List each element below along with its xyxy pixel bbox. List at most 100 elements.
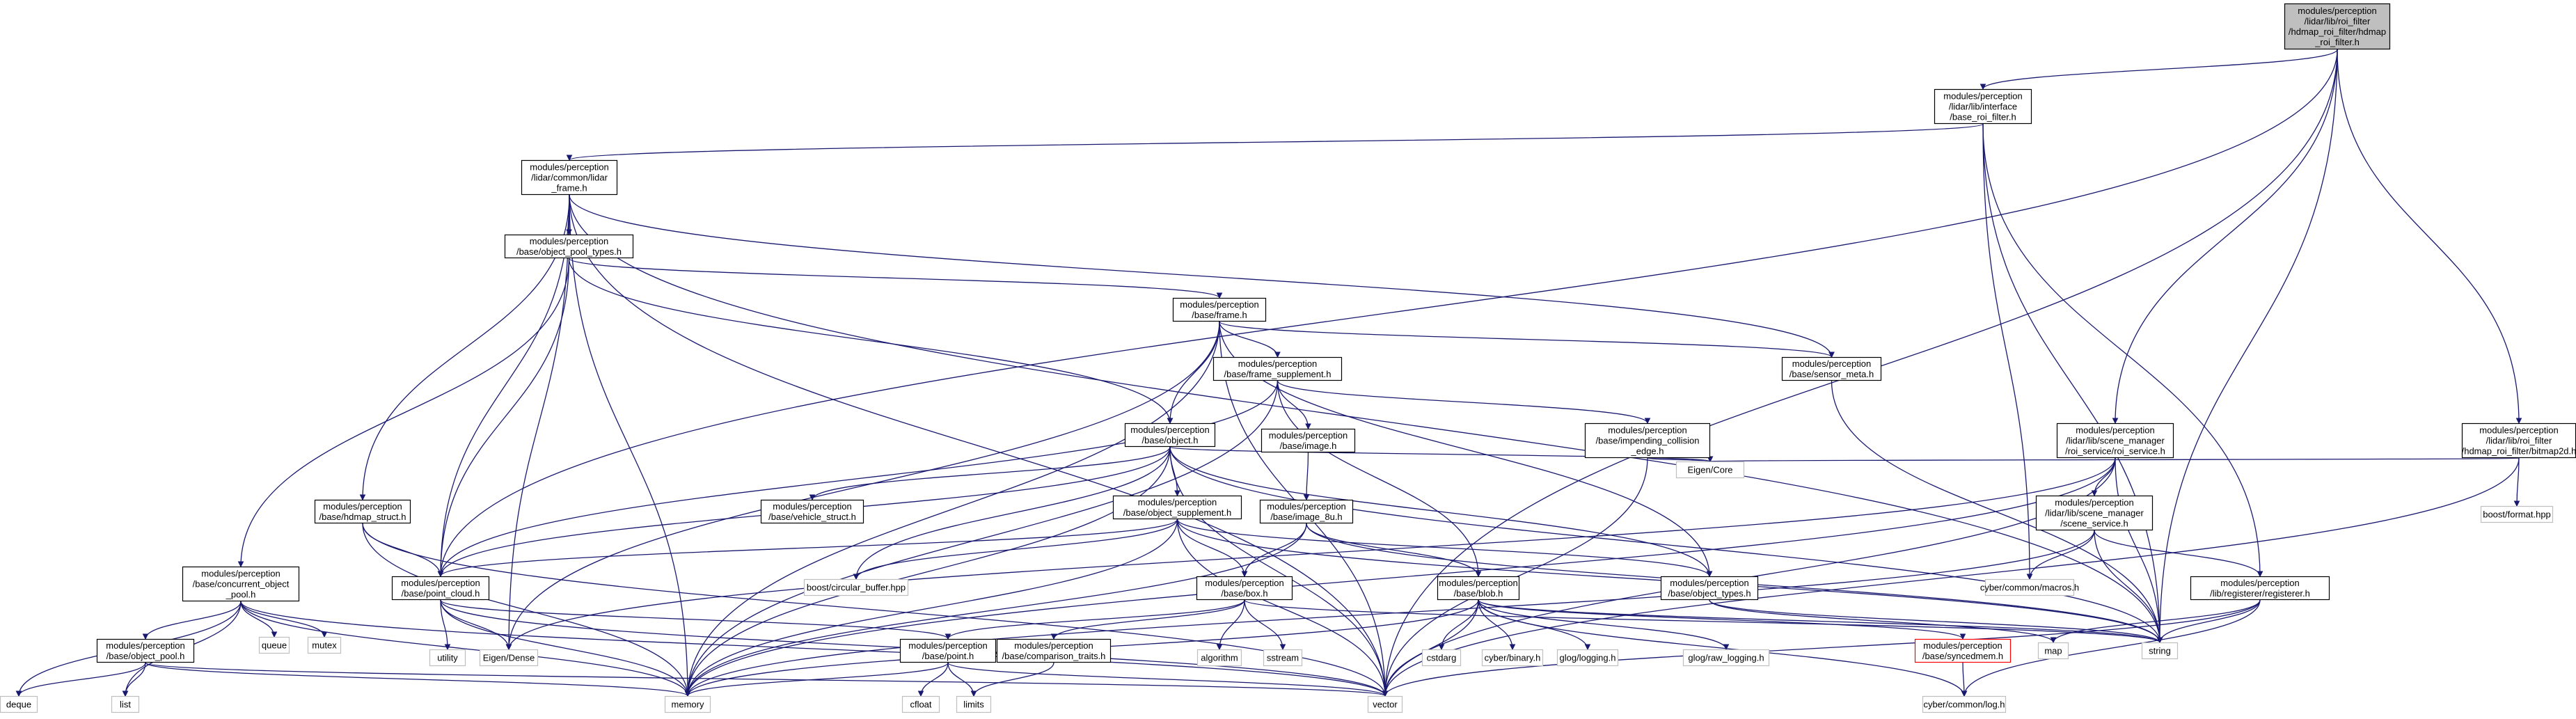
node-base-roi-filter[interactable]: modules/perception/lidar/lib/interface/b… <box>1934 88 2032 125</box>
node-box <box>760 499 864 524</box>
node-label-line: cfloat <box>910 700 931 710</box>
node-label-line: modules/perception <box>1130 425 1209 435</box>
node-object-types[interactable]: modules/perception/base/object_types.h <box>1660 576 1759 601</box>
node-label-line: /base/concurrent_object <box>193 579 290 590</box>
node-label-line: modules/perception <box>530 236 608 246</box>
node-label-line: /roi_service/roi_service.h <box>2065 446 2165 457</box>
node-box <box>1584 422 1711 459</box>
node-limits: limits <box>956 695 992 713</box>
node-box <box>1261 428 1356 453</box>
node-bitmap2d[interactable]: modules/perception/lidar/lib/roi_filter/… <box>2462 422 2576 459</box>
node-object-pool-types[interactable]: modules/perception/base/object_pool_type… <box>504 234 634 259</box>
edge-base_roi_filter-to-string <box>1982 123 2163 644</box>
node-mutex: mutex <box>307 636 342 654</box>
node-box <box>0 695 38 713</box>
node-label-line: queue <box>262 640 287 651</box>
edge-object_pool_types-to-frame <box>568 258 1223 299</box>
node-label-line: /base/vehicle_struct.h <box>768 512 856 522</box>
node-lidar-frame[interactable]: modules/perception/lidar/common/lidar_fr… <box>521 159 618 196</box>
node-hdmap-struct[interactable]: modules/perception/base/hdmap_struct.h <box>314 499 411 524</box>
node-concurrent-pool[interactable]: modules/perception/base/concurrent_objec… <box>182 566 300 602</box>
node-box <box>1556 649 1619 667</box>
node-object-pool[interactable]: modules/perception/base/object_pool.h <box>96 638 195 663</box>
edge-base_box-to-base_point <box>945 599 1245 640</box>
node-point-cloud[interactable]: modules/perception/base/point_cloud.h <box>391 576 490 601</box>
node-label-line: /lib/registerer/registerer.h <box>2210 588 2310 599</box>
edge-base_object-to-vehicle_struct <box>809 446 1171 501</box>
node-box <box>899 638 997 663</box>
edge-object_supplement-to-point_cloud <box>437 519 1178 578</box>
node-syncedmem[interactable]: modules/perception/base/syncedmem.h <box>1914 638 2012 663</box>
node-label-line: mutex <box>312 640 337 651</box>
node-scene-service[interactable]: modules/perception/lidar/lib/scene_manag… <box>2035 495 2154 531</box>
edge-concurrent_pool-to-mutex <box>240 601 328 638</box>
node-label-line: /lidar/lib/scene_manager <box>2045 508 2144 519</box>
node-box <box>664 695 711 713</box>
node-cstdarg: cstdarg <box>1421 649 1462 667</box>
node-glog-logging: glog/logging.h <box>1556 649 1619 667</box>
node-vector: vector <box>1367 695 1403 713</box>
node-label-line: /base/object_pool.h <box>106 651 185 661</box>
node-impending[interactable]: modules/perception/base/impending_collis… <box>1584 422 1711 459</box>
node-label-line: /base/frame_supplement.h <box>1224 369 1332 379</box>
node-registerer[interactable]: modules/perception/lib/registerer/regist… <box>2190 576 2330 601</box>
edge-base_blob-to-cyber_log <box>1478 599 1968 697</box>
node-sensor-meta[interactable]: modules/perception/base/sensor_meta.h <box>1781 356 1882 381</box>
node-label-line: limits <box>963 700 984 710</box>
node-box <box>1263 649 1303 667</box>
node-label-line: list <box>120 700 131 710</box>
node-memory: memory <box>664 695 711 713</box>
node-base-object[interactable]: modules/perception/base/object.h <box>1124 422 1216 448</box>
node-label-line: modules/perception <box>2220 578 2299 588</box>
node-frame-supplement[interactable]: modules/perception/base/frame_supplement… <box>1212 356 1343 381</box>
node-label-line: glog/logging.h <box>1560 653 1616 663</box>
node-box <box>1675 461 1745 479</box>
node-label-line: Eigen/Dense <box>483 653 535 663</box>
node-glog-raw: glog/raw_logging.h <box>1682 649 1770 667</box>
node-label-line: _roi_filter.h <box>2314 37 2360 47</box>
node-frame[interactable]: modules/perception/base/frame.h <box>1172 297 1267 322</box>
node-box <box>96 638 195 663</box>
node-base-blob[interactable]: modules/perception/base/blob.h <box>1437 576 1520 601</box>
node-label-line: /base/sensor_meta.h <box>1789 369 1874 379</box>
node-box <box>2037 642 2069 660</box>
node-cyber-macros: cyber/common/macros.h <box>1980 578 2079 596</box>
node-label-line: modules/perception <box>2298 6 2376 16</box>
edge-base_blob-to-glog_raw <box>1478 599 1730 651</box>
node-label-line: modules/perception <box>908 640 987 651</box>
node-circular-buffer: boost/circular_buffer.hpp <box>803 578 909 596</box>
node-image-8u[interactable]: modules/perception/base/image_8u.h <box>1259 499 1354 524</box>
node-label-line: cstdarg <box>1427 653 1457 663</box>
node-label-line: /base/image_8u.h <box>1270 512 1342 522</box>
node-box <box>1984 578 2075 596</box>
node-vehicle-struct[interactable]: modules/perception/base/vehicle_struct.h <box>760 499 864 524</box>
node-algorithm: algorithm <box>1196 649 1242 667</box>
node-label-line: vector <box>1373 700 1398 710</box>
node-cfloat: cfloat <box>901 695 940 713</box>
node-box <box>1934 88 2032 125</box>
node-utility: utility <box>429 649 466 667</box>
node-label-line: /base/syncedmem.h <box>1922 651 2003 661</box>
node-label-line: /lidar/lib/roi_filter <box>2486 436 2552 446</box>
node-box <box>1124 422 1216 448</box>
node-label-line: /hdmap_roi_filter/bitmap2d.h <box>2462 446 2576 457</box>
node-root[interactable]: modules/perception/lidar/lib/roi_filter/… <box>2284 3 2391 50</box>
node-object-supplement[interactable]: modules/perception/base/object_supplemen… <box>1112 495 1242 520</box>
node-box <box>182 566 300 602</box>
node-label-line: glog/raw_logging.h <box>1688 653 1764 663</box>
node-label-line: /base/frame.h <box>1192 310 1247 320</box>
node-box <box>429 649 466 667</box>
node-label-line: modules/perception <box>2479 425 2558 436</box>
node-roi-service[interactable]: modules/perception/lidar/lib/scene_manag… <box>2056 422 2174 459</box>
node-label-line: modules/perception <box>773 501 851 512</box>
node-comparison-traits[interactable]: modules/perception/base/comparison_trait… <box>996 638 1112 663</box>
node-base-box[interactable]: modules/perception/base/box.h <box>1196 576 1293 601</box>
node-base-point[interactable]: modules/perception/base/point.h <box>899 638 997 663</box>
node-box <box>1660 576 1759 601</box>
node-box <box>1781 356 1882 381</box>
edge-point_cloud-to-eigen_dense <box>440 599 512 651</box>
node-box <box>1212 356 1343 381</box>
node-box <box>2480 505 2554 523</box>
node-label-line: modules/perception <box>1439 578 1517 588</box>
node-base-image[interactable]: modules/perception/base/image.h <box>1261 428 1356 453</box>
